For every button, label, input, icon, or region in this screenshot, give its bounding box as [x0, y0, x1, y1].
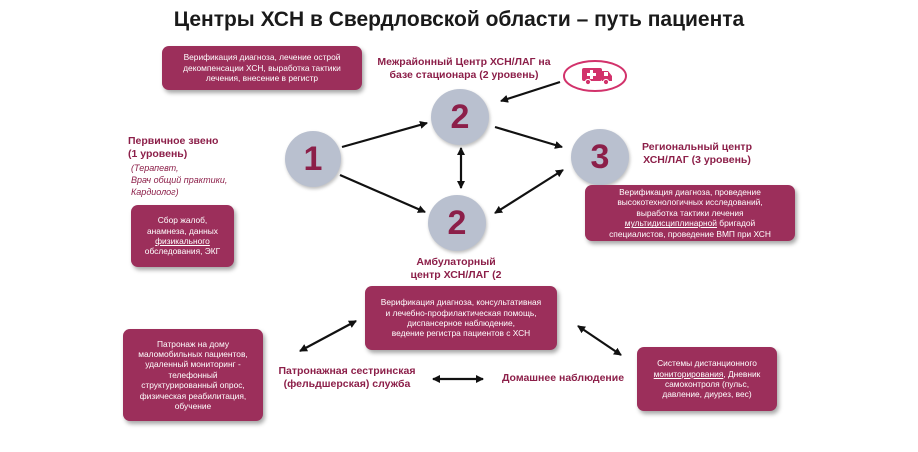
arrow-1-to-2-bottom — [339, 173, 426, 214]
nursing-heading: Патронажная сестринская (фельдшерская) с… — [278, 365, 416, 390]
home-desc-line: Системы дистанционного — [657, 358, 757, 369]
outpatient-description-box: Верификация диагноза, консультативная и … — [365, 286, 557, 350]
outpatient-desc-line: диспансерное наблюдение, — [407, 318, 515, 328]
arrow-ambulance-to-2 — [500, 80, 561, 103]
interregional-number: 2 — [450, 97, 470, 136]
interregional-description-box: Верификация диагноза, лечение острой дек… — [162, 46, 362, 90]
outpatient-desc-line: Верификация диагноза, консультативная — [380, 297, 542, 308]
regional-desc-line: мультидисциплинарной бригадой — [624, 218, 756, 229]
level-1-heading: Первичное звено (1 уровень) — [128, 135, 219, 160]
interregional-circle: 2 — [431, 89, 489, 145]
home-desc-line: самоконтроля (пульс, — [664, 379, 750, 389]
regional-desc-line: высокотехнологичных исследований, — [617, 197, 763, 208]
home-heading: Домашнее наблюдение — [501, 372, 625, 384]
interregional-desc-line: декомпенсации ХСН, выработка тактики — [183, 62, 341, 73]
home-desc-line: мониторирования, Дневник — [653, 368, 761, 379]
regional-circle: 3 — [571, 129, 629, 185]
interregional-desc-line: Верификация диагноза, лечение острой — [183, 52, 341, 63]
interregional-heading: Межрайонный Центр ХСН/ЛАГ на базе стацио… — [377, 56, 551, 81]
regional-heading: Региональный центр ХСН/ЛАГ (3 уровень) — [641, 141, 752, 166]
arrow-1-to-2-top — [341, 121, 428, 149]
level-1-desc-line: анамнеза, данных — [147, 225, 218, 236]
nursing-description-box: Патронаж на дому маломобильных пациентов… — [123, 329, 263, 421]
nursing-desc-line: Патронаж на дому — [156, 338, 230, 349]
regional-desc-line: Верификация диагноза, проведение — [619, 186, 761, 197]
regional-desc-line: выработка тактики лечения — [636, 207, 744, 218]
nursing-desc-line: физическая реабилитация, — [139, 390, 247, 401]
level-1-desc-line: физикального — [155, 236, 210, 246]
regional-description-box: Верификация диагноза, проведение высокот… — [585, 185, 795, 241]
arrow-nursing-to-outpatient — [299, 320, 357, 352]
nursing-desc-line: удаленный мониторинг - — [145, 359, 241, 370]
level-1-roles: (Терапевт, Врач общий практики, Кардиоло… — [131, 163, 228, 197]
nursing-desc-line: телефонный — [168, 369, 218, 380]
arrow-2-to-3 — [494, 125, 563, 149]
outpatient-desc-line: ведение регистра пациентов с ХСН — [391, 328, 531, 339]
outpatient-number: 2 — [447, 203, 467, 242]
level-1-description-box: Сбор жалоб, анамнеза, данных физикальног… — [131, 205, 234, 267]
level-1-desc-line: Сбор жалоб, — [157, 215, 208, 226]
nursing-desc-line: обучение — [174, 401, 212, 412]
arrow-2bottom-to-3 — [494, 169, 564, 214]
nursing-desc-line: маломобильных пациентов, — [138, 348, 248, 359]
regional-desc-line: специалистов, проведение ВМП при ХСН — [609, 228, 771, 239]
regional-number: 3 — [590, 137, 610, 176]
outpatient-circle: 2 — [428, 195, 486, 251]
level-1-number: 1 — [303, 139, 323, 178]
home-description-box: Системы дистанционного мониторирования, … — [637, 347, 777, 411]
nursing-desc-line: структурированный опрос, — [141, 380, 245, 391]
arrow-outpatient-to-home — [577, 325, 622, 356]
outpatient-heading: Амбулаторный центр ХСН/ЛАГ (2 — [410, 256, 502, 281]
level-1-circle: 1 — [285, 131, 341, 187]
page-title: Центры ХСН в Свердловской области – путь… — [173, 8, 745, 31]
interregional-desc-line: лечения, внесение в регистр — [205, 73, 319, 84]
home-desc-line: давление, диурез, вес) — [662, 389, 752, 400]
outpatient-desc-line: и лечебно-профилактическая помощь, — [385, 307, 537, 318]
ambulance-icon — [562, 59, 628, 93]
level-1-desc-line: обследования, ЭКГ — [144, 246, 221, 257]
